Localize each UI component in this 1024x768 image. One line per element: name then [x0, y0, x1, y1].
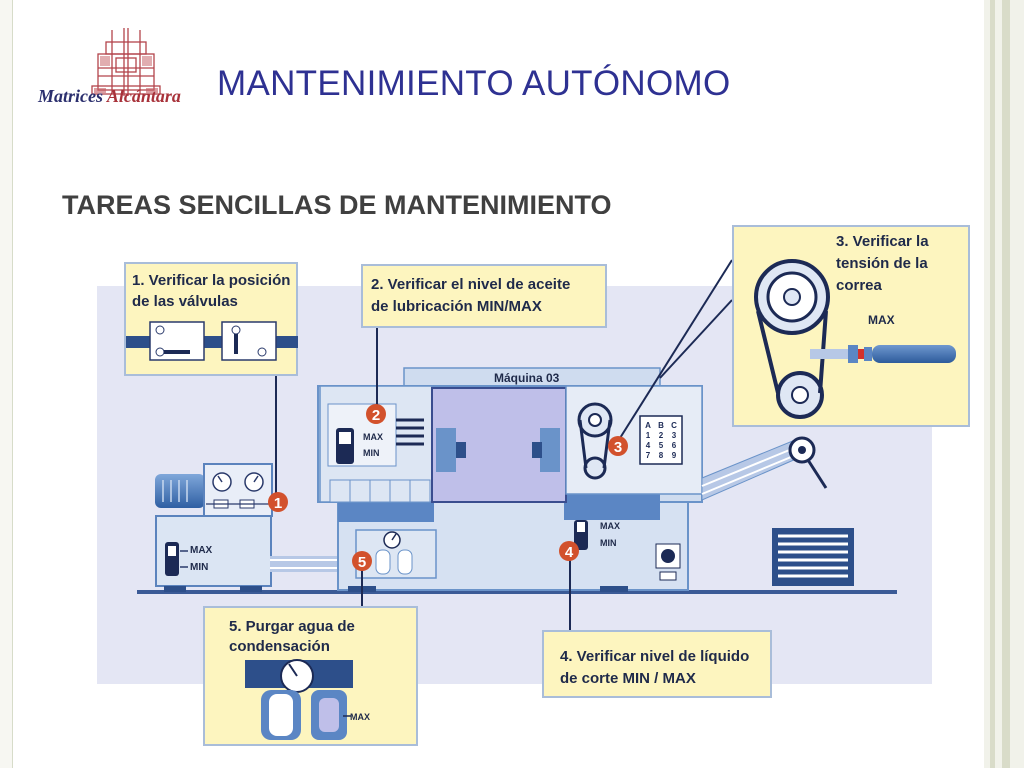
svg-text:3: 3	[614, 439, 622, 456]
motor	[155, 474, 205, 508]
slide-right-border	[984, 0, 1024, 768]
callout-cutting-fluid: 4. Verificar nivel de líquido de corte M…	[542, 630, 772, 698]
callout-valves: 1. Verificar la posición de las válvulas	[124, 262, 298, 376]
keypad-key: C	[671, 421, 677, 430]
chip-conveyor	[701, 436, 828, 501]
condensation-max-label: MAX	[350, 712, 370, 722]
keypad-key: A	[645, 421, 651, 430]
chip-bin	[772, 528, 854, 586]
coolant-min-label: MIN	[600, 538, 617, 548]
callout-valves-line1: 1. Verificar la posición	[132, 272, 291, 289]
callout-condensation-line1: 5. Purgar agua de	[229, 618, 355, 635]
keypad-key: 3	[672, 431, 677, 440]
keypad-key: 4	[646, 441, 651, 450]
svg-text:5: 5	[358, 554, 366, 571]
keypad-key: 9	[672, 451, 677, 460]
belt-illustration	[754, 259, 956, 419]
callout-condensation: 5. Purgar agua de condensación MAX	[203, 606, 418, 746]
hydraulic-unit	[155, 515, 272, 592]
marker-4: 4	[559, 541, 579, 561]
page-subtitle: TAREAS SENCILLAS DE MANTENIMIENTO	[62, 190, 612, 214]
coolant-max-label: MAX	[600, 521, 620, 531]
marker-5: 5	[352, 551, 372, 571]
floor-line	[137, 590, 897, 594]
callout-connectors	[275, 259, 733, 630]
logo-wordmark: Matrices Alcántara	[38, 86, 181, 106]
marker-2: 2	[366, 404, 386, 424]
keypad-key: 7	[646, 451, 651, 460]
callout-belt-line2: tensión de la	[836, 255, 928, 272]
oil-min-label: MIN	[363, 448, 380, 458]
company-logo	[91, 28, 161, 96]
callout-lubrication: 2. Verificar el nivel de aceite de lubri…	[361, 264, 607, 328]
page-title: MANTENIMIENTO AUTÓNOMO	[217, 64, 731, 103]
air-filter-unit	[355, 529, 437, 579]
callout-belt-tension: 3. Verificar la tensión de la correa MAX	[732, 225, 970, 427]
machine-name-label: Máquina 03	[494, 371, 560, 385]
svg-text:1: 1	[274, 495, 282, 512]
slide-left-border	[0, 0, 13, 768]
valve-illustration	[126, 321, 298, 361]
belt-max-label: MAX	[868, 313, 895, 327]
callout-belt-line3: correa	[836, 277, 882, 294]
marker-1: 1	[268, 492, 288, 512]
svg-text:4: 4	[565, 544, 574, 561]
keypad-key: 5	[659, 441, 664, 450]
callout-condensation-line2: condensación	[229, 638, 330, 655]
callout-belt-line1: 3. Verificar la	[836, 233, 929, 250]
keypad-key: 6	[672, 441, 677, 450]
callout-lubrication-line1: 2. Verificar el nivel de aceite	[371, 276, 571, 293]
keypad-key: 8	[659, 451, 664, 460]
oil-max-label: MAX	[363, 432, 383, 442]
callout-fluid-line2: de corte MIN / MAX	[560, 670, 696, 687]
marker-3: 3	[608, 436, 628, 456]
callout-fluid-line1: 4. Verificar nivel de líquido	[560, 648, 750, 665]
keypad-frame	[639, 415, 683, 465]
keypad-key: 2	[659, 431, 664, 440]
unit-max-label: MAX	[190, 545, 213, 556]
callout-valves-line2: de las válvulas	[132, 293, 238, 310]
keypad-key: 1	[646, 431, 651, 440]
keypad-key: B	[658, 421, 664, 430]
callout-lubrication-line2: de lubricación MIN/MAX	[371, 298, 542, 315]
valve-gauge-panel	[203, 463, 273, 517]
unit-min-label: MIN	[190, 562, 208, 573]
condensation-filter-illustration	[245, 659, 353, 740]
svg-text:2: 2	[372, 407, 380, 424]
